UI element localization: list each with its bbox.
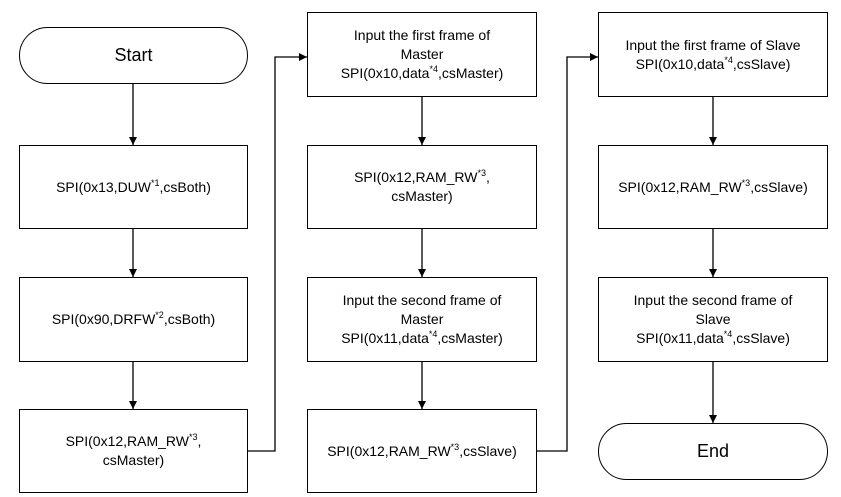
master-second-frame-spi: SPI(0x11,data*4,csMaster) — [341, 329, 503, 347]
spi-ram-rw-master-text-2: SPI(0x12,RAM_RW*3, — [354, 168, 490, 186]
spi-ram-rw-master-line2: csMaster) — [102, 452, 165, 468]
slave-first-frame-spi: SPI(0x10,data*4,csSlave) — [635, 54, 791, 72]
footnote-marker: *1 — [151, 177, 160, 188]
footnote-marker: *2 — [155, 310, 164, 320]
spi-duw-text: SPI(0x13,DUW*1,csBoth) — [56, 177, 211, 195]
end-terminal: End — [598, 423, 828, 480]
slave-first-frame-line1: Input the first frame of Slave — [625, 36, 801, 53]
spi-drfw-text: SPI(0x90,DRFW*2,csBoth) — [51, 310, 216, 328]
slave-first-frame-box: Input the first frame of Slave SPI(0x10,… — [598, 12, 828, 97]
master-second-frame-line2: Master — [400, 311, 444, 327]
spi-ram-rw-master-box: SPI(0x12,RAM_RW*3, csMaster) — [19, 409, 248, 493]
spi-ram-rw-master-box-2: SPI(0x12,RAM_RW*3, csMaster) — [307, 145, 537, 229]
spi-ram-rw-master-text: SPI(0x12,RAM_RW*3, — [65, 432, 202, 450]
footnote-marker: *4 — [723, 329, 733, 339]
spi-duw-box: SPI(0x13,DUW*1,csBoth) — [19, 145, 248, 229]
footnote-marker: *4 — [428, 329, 438, 339]
start-label: Start — [114, 45, 153, 65]
spi-ram-rw-slave-box: SPI(0x12,RAM_RW*3,csSlave) — [307, 409, 537, 493]
start-terminal: Start — [19, 27, 248, 84]
footnote-marker: *3 — [450, 441, 460, 452]
end-label: End — [696, 441, 730, 461]
master-first-frame-box: Input the first frame of Master SPI(0x10… — [307, 12, 537, 97]
footnote-marker: *4 — [429, 64, 438, 74]
spi-ram-rw-slave-box-2: SPI(0x12,RAM_RW*3,csSlave) — [598, 145, 828, 229]
master-second-frame-line1: Input the second frame of — [342, 292, 502, 308]
connector-c1b3-to-c2b1 — [247, 53, 307, 452]
master-second-frame-box: Input the second frame of Master SPI(0x1… — [307, 277, 537, 362]
slave-second-frame-line2: Slave — [695, 311, 731, 327]
slave-second-frame-spi: SPI(0x11,data*4,csSlave) — [636, 329, 790, 347]
footnote-marker: *3 — [741, 177, 751, 188]
connector-c2b4-to-c3b1 — [537, 53, 598, 452]
footnote-marker: *4 — [724, 54, 733, 65]
spi-ram-rw-slave-text-2: SPI(0x12,RAM_RW*3,csSlave) — [618, 177, 808, 195]
slave-second-frame-line1: Input the second frame of — [633, 292, 793, 308]
master-first-frame-line1: Input the first frame of — [353, 27, 491, 43]
spi-ram-rw-master-line2-2: csMaster) — [391, 188, 453, 204]
slave-second-frame-box: Input the second frame of Slave SPI(0x11… — [598, 277, 828, 362]
master-first-frame-line2: Master — [400, 46, 444, 62]
footnote-marker: *3 — [477, 168, 487, 178]
spi-drfw-box: SPI(0x90,DRFW*2,csBoth) — [19, 277, 248, 362]
master-first-frame-spi: SPI(0x10,data*4,csMaster) — [340, 64, 504, 82]
spi-ram-rw-slave-text: SPI(0x12,RAM_RW*3,csSlave) — [327, 441, 517, 459]
footnote-marker: *3 — [189, 432, 198, 442]
